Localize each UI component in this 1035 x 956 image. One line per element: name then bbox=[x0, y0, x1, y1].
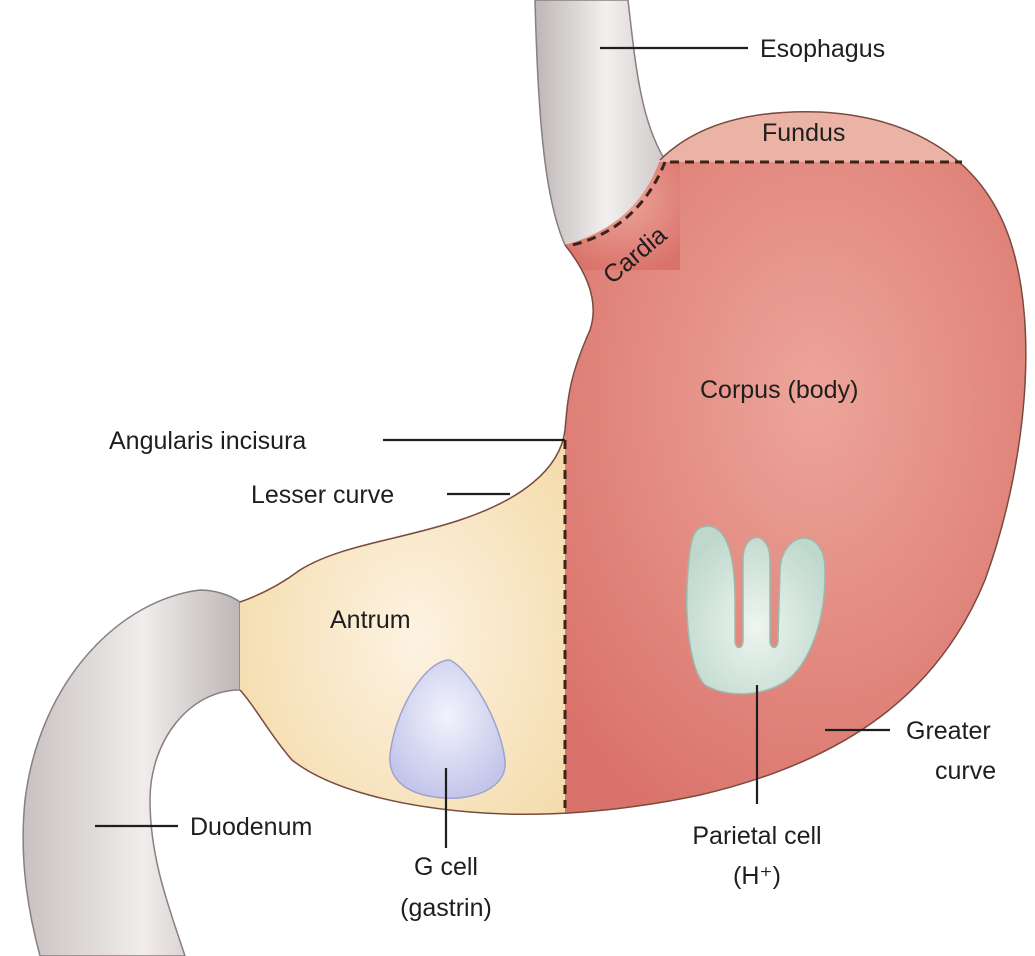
label-g-cell-line1: G cell bbox=[414, 853, 478, 881]
label-corpus: Corpus (body) bbox=[700, 376, 858, 404]
label-greater-curve-line2: curve bbox=[935, 757, 996, 785]
duodenum-tube bbox=[23, 590, 240, 956]
label-lesser-curve: Lesser curve bbox=[251, 481, 394, 509]
label-parietal-cell-line2: (H⁺) bbox=[733, 862, 781, 890]
label-fundus: Fundus bbox=[762, 119, 845, 147]
label-g-cell-line2: (gastrin) bbox=[400, 894, 492, 922]
label-esophagus: Esophagus bbox=[760, 35, 885, 63]
label-greater-curve-line1: Greater bbox=[906, 717, 991, 745]
label-duodenum: Duodenum bbox=[190, 813, 312, 841]
label-antrum: Antrum bbox=[330, 606, 411, 634]
label-angularis-incisura: Angularis incisura bbox=[109, 427, 306, 455]
label-parietal-cell-line1: Parietal cell bbox=[692, 822, 821, 850]
